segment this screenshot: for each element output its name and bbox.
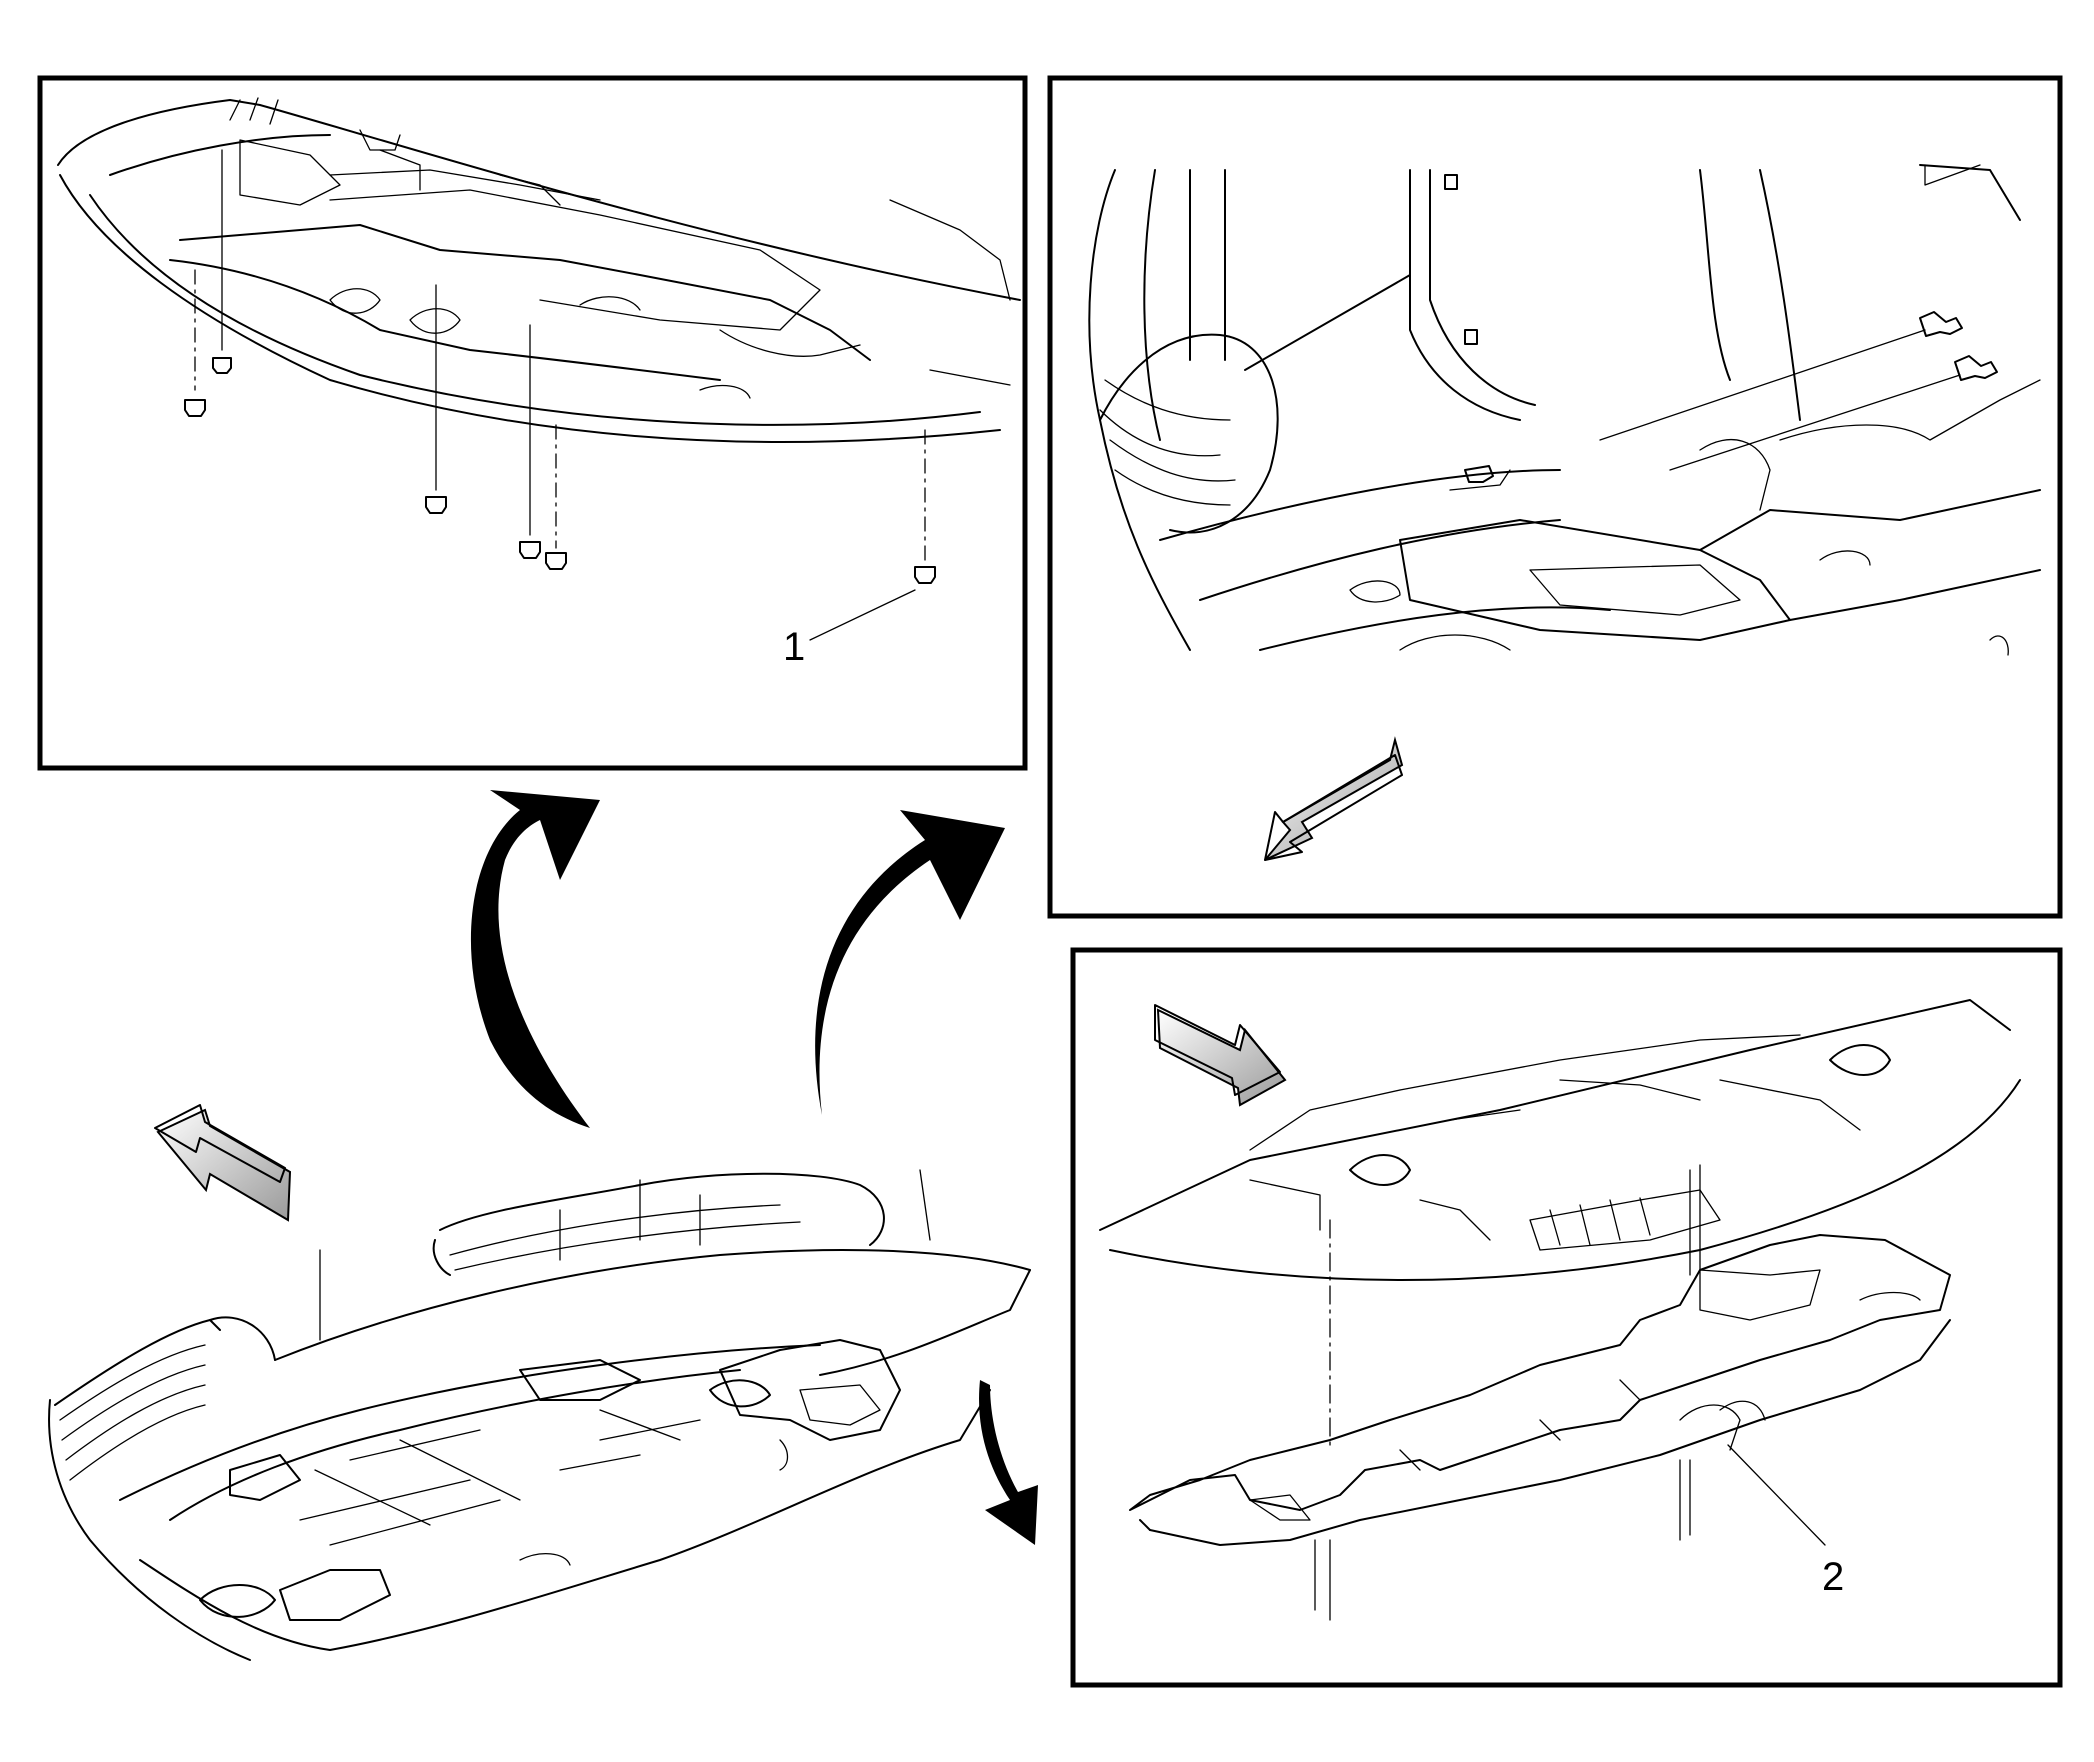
push-pin-fasteners	[1444, 174, 1998, 483]
curved-arrow-icon	[470, 790, 600, 1128]
callout-2-leader	[1727, 1444, 1826, 1546]
panel-fasteners-detail: 1	[37, 75, 1028, 771]
front-underbody-drawing	[57, 97, 1021, 443]
callout-1: 1	[783, 625, 805, 669]
panel-push-pins-detail	[1047, 75, 2063, 919]
curved-arrow-icon	[979, 1380, 1038, 1545]
panel-frame	[37, 75, 1028, 771]
front-fascia	[48, 1172, 1031, 1661]
panel-removal-detail: 2	[1070, 947, 2063, 1688]
overview-vehicle-drawing	[48, 1104, 1031, 1661]
underbody-shield	[139, 1169, 991, 1651]
wheel-well-drawing	[1088, 164, 2041, 656]
hollow-direction-arrow-icon	[154, 1104, 292, 1222]
callout-1-leader	[809, 589, 916, 641]
hollow-direction-arrow-icon	[1264, 736, 1404, 861]
nut-fasteners	[184, 357, 936, 584]
fastener-lines	[194, 149, 926, 561]
panel-frame	[1047, 75, 2063, 919]
hollow-direction-arrow-icon	[1154, 1004, 1287, 1107]
callout-2: 2	[1822, 1555, 1844, 1599]
curved-arrow-icon	[815, 810, 1005, 1115]
underbody-shield-part	[1129, 1234, 1951, 1546]
removal-lines	[1314, 1164, 1701, 1621]
vehicle-underbody-drawing	[1099, 999, 2021, 1281]
